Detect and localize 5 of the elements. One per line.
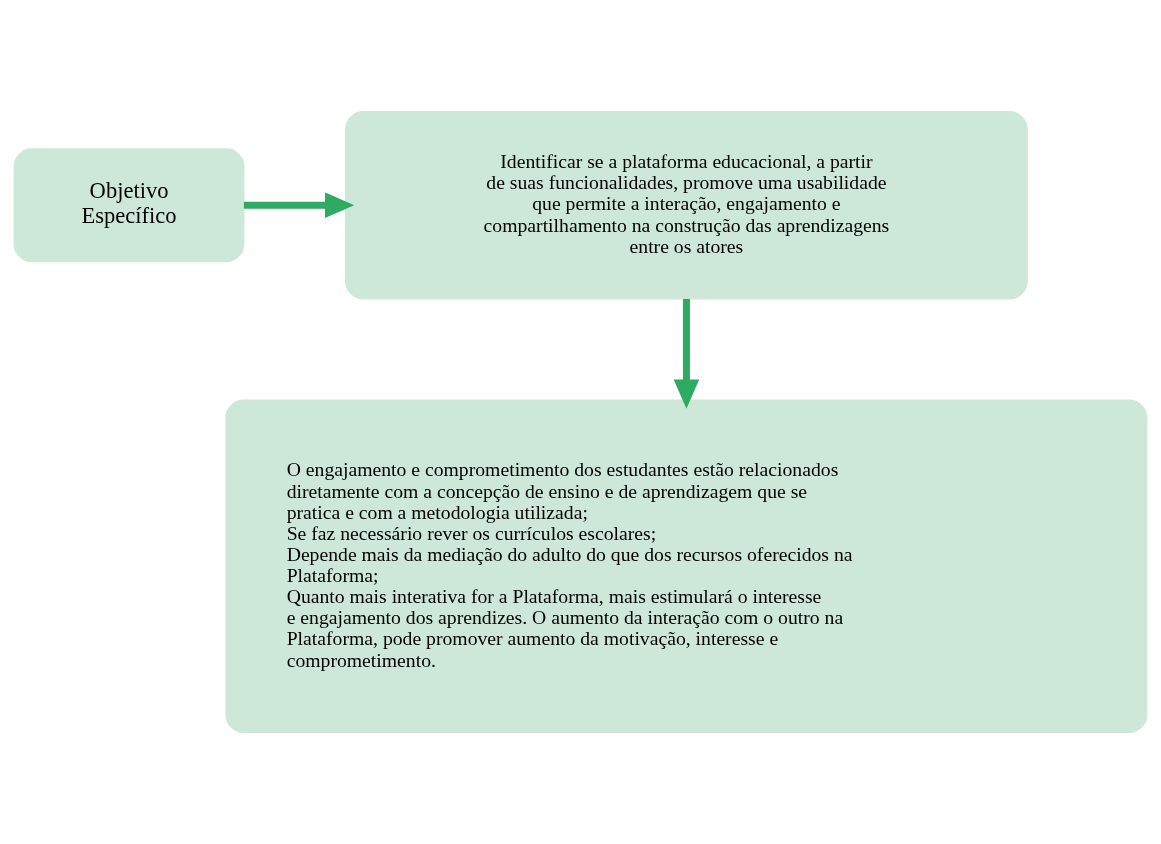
arrow bbox=[673, 298, 700, 409]
node-box: Identificar se a plataforma educacional, a partir de suas funcionalidades, promove uma usabilidade que permite a interação, engajamento e compartilhamento na construção das aprendizagens entre os atores bbox=[345, 110, 1028, 300]
arrow bbox=[243, 192, 355, 218]
node-box: Objetivo Específico bbox=[13, 148, 245, 263]
node-box: O engajamento e comprometimento dos estudantes estão relacionados diretamente com a concepção de ensino e de aprendizagem que se pratica e com a metodologia utilizada; Se faz necessário rever os currículos escolares; Depende mais da mediação do adulto do que dos recursos oferecidos na Plataforma; Quanto mais interativa for a Plataforma, mais estimulará o interesse e engajamento dos aprendizes. O aumento da interação com o outro na Plataforma, pode promover aumento da motivação, interesse e comprometimento. bbox=[225, 399, 1148, 734]
